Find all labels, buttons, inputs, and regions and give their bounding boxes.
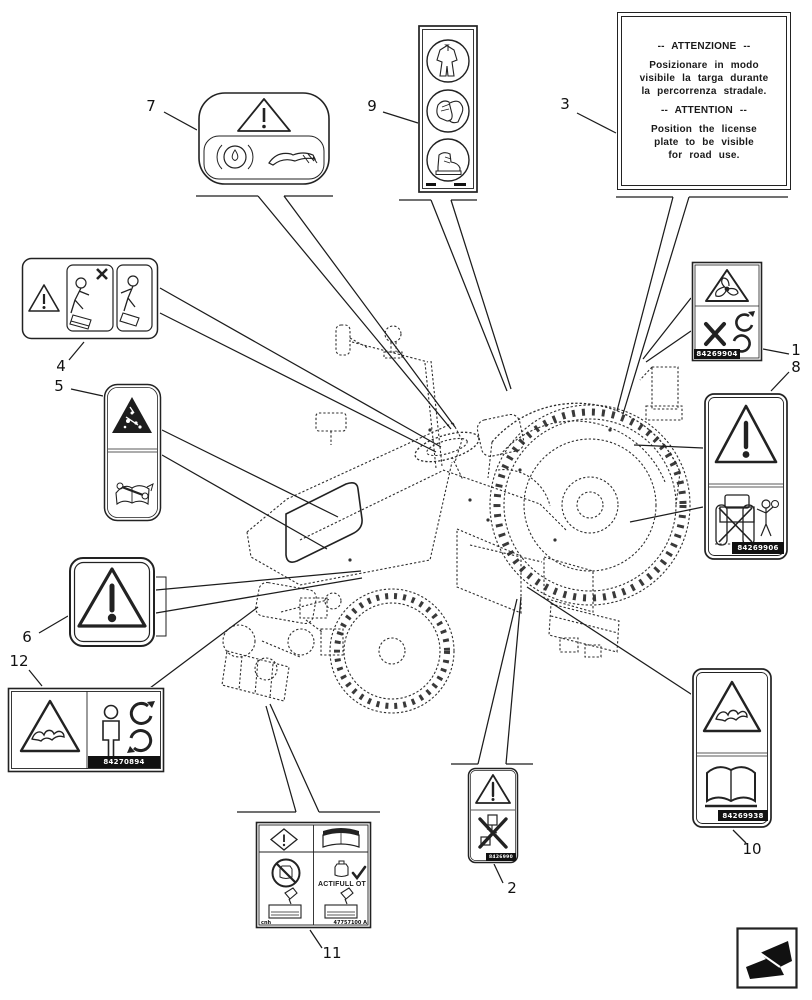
no-touch-x-icon — [704, 322, 726, 346]
no-coolant-icon — [271, 858, 301, 888]
section-corner-marker — [736, 927, 798, 989]
boots-icon — [426, 138, 470, 182]
callout-2: 2 — [507, 879, 517, 897]
callout-9: 9 — [367, 97, 377, 115]
correct-dismount-panel-icon — [116, 264, 153, 332]
decal-general-warning — [68, 556, 156, 648]
operator-manual-icon — [268, 152, 318, 166]
callout-11: 11 — [322, 944, 342, 962]
rotating-arrows-icon — [127, 701, 155, 753]
notice-title-it: -- ATTENZIONE -- — [657, 41, 751, 52]
approved-coolant-icon — [334, 860, 367, 881]
part-number: 84269904 — [694, 349, 740, 359]
gloves-icon — [426, 89, 470, 133]
coveralls-icon — [426, 39, 470, 83]
callout-4: 4 — [56, 357, 66, 375]
safety-diamond-icon — [269, 828, 299, 851]
callout-5: 5 — [54, 377, 64, 395]
manual-book-icon — [322, 828, 360, 848]
decal-battery-warning — [103, 383, 162, 522]
license-plate-notice-text: -- ATTENZIONE -- Posizionare in modo vis… — [621, 16, 787, 186]
brand-code: cnh — [261, 920, 272, 926]
notice-body-it: Posizionare in modo visibile la targa du… — [639, 60, 769, 97]
coolant-droplet-icon — [216, 144, 254, 170]
license-plate-notice-decal: -- ATTENZIONE -- Posizionare in modo vis… — [617, 12, 791, 190]
entanglement-triangle-icon — [702, 680, 762, 733]
part-number: 84270894 — [88, 756, 160, 768]
corner-arrow-icon — [746, 941, 792, 979]
open-book-icon — [705, 766, 757, 808]
warning-triangle-icon — [714, 404, 778, 464]
tractor-line-art — [120, 324, 691, 714]
callout-6: 6 — [22, 628, 32, 646]
part-number: 84269906 — [732, 542, 784, 554]
stand-clear-person-icon — [102, 704, 120, 758]
callout-12: 12 — [9, 652, 29, 670]
decal-stand-clear: 84270894 — [7, 687, 165, 773]
rear-tractor-bystander-icon — [715, 494, 779, 546]
decal-ppe — [418, 25, 478, 193]
warning-triangle-icon — [28, 284, 60, 312]
decal-coolant-caution — [197, 91, 331, 186]
warning-triangle-icon — [77, 567, 147, 628]
decal-fan-no-touch: 84269904 — [691, 261, 763, 362]
part-number: 84269938 — [718, 810, 768, 821]
notice-body-en: Position the license plate to be visible… — [651, 124, 757, 161]
decal-mount-dismount — [21, 257, 159, 340]
decal-rear-hitch-warning: 84269906 — [703, 392, 789, 561]
decal-entanglement-manual: 84269938 — [691, 667, 773, 829]
decal-part-code: 47757100 A — [333, 920, 367, 926]
callout-7: 7 — [146, 97, 156, 115]
callout-1: 1 — [791, 341, 801, 359]
pouring-jug-icon — [268, 887, 358, 919]
part-number: 8426990 — [486, 853, 516, 861]
decal-implement-crush: 8426990 — [467, 767, 519, 864]
callout-10: 10 — [742, 840, 762, 858]
book-wrench-icon — [115, 482, 154, 506]
notice-title-en: -- ATTENTION -- — [661, 105, 747, 116]
wrong-dismount-panel-icon — [66, 264, 114, 332]
warning-triangle-icon — [237, 98, 291, 132]
fan-triangle-icon — [705, 269, 749, 302]
crush-implement-x-icon — [478, 814, 508, 849]
warning-triangle-icon — [475, 774, 511, 804]
callout-3: 3 — [560, 95, 570, 113]
leader-lines — [28, 111, 790, 949]
decal-coolant-spec: ACTIFULL OT cnh 47757100 A — [255, 821, 372, 929]
entanglement-triangle-icon — [19, 699, 81, 753]
coolant-product-name: ACTIFULL OT — [318, 881, 366, 888]
battery-explosion-icon — [112, 397, 152, 433]
callout-8: 8 — [791, 358, 801, 376]
